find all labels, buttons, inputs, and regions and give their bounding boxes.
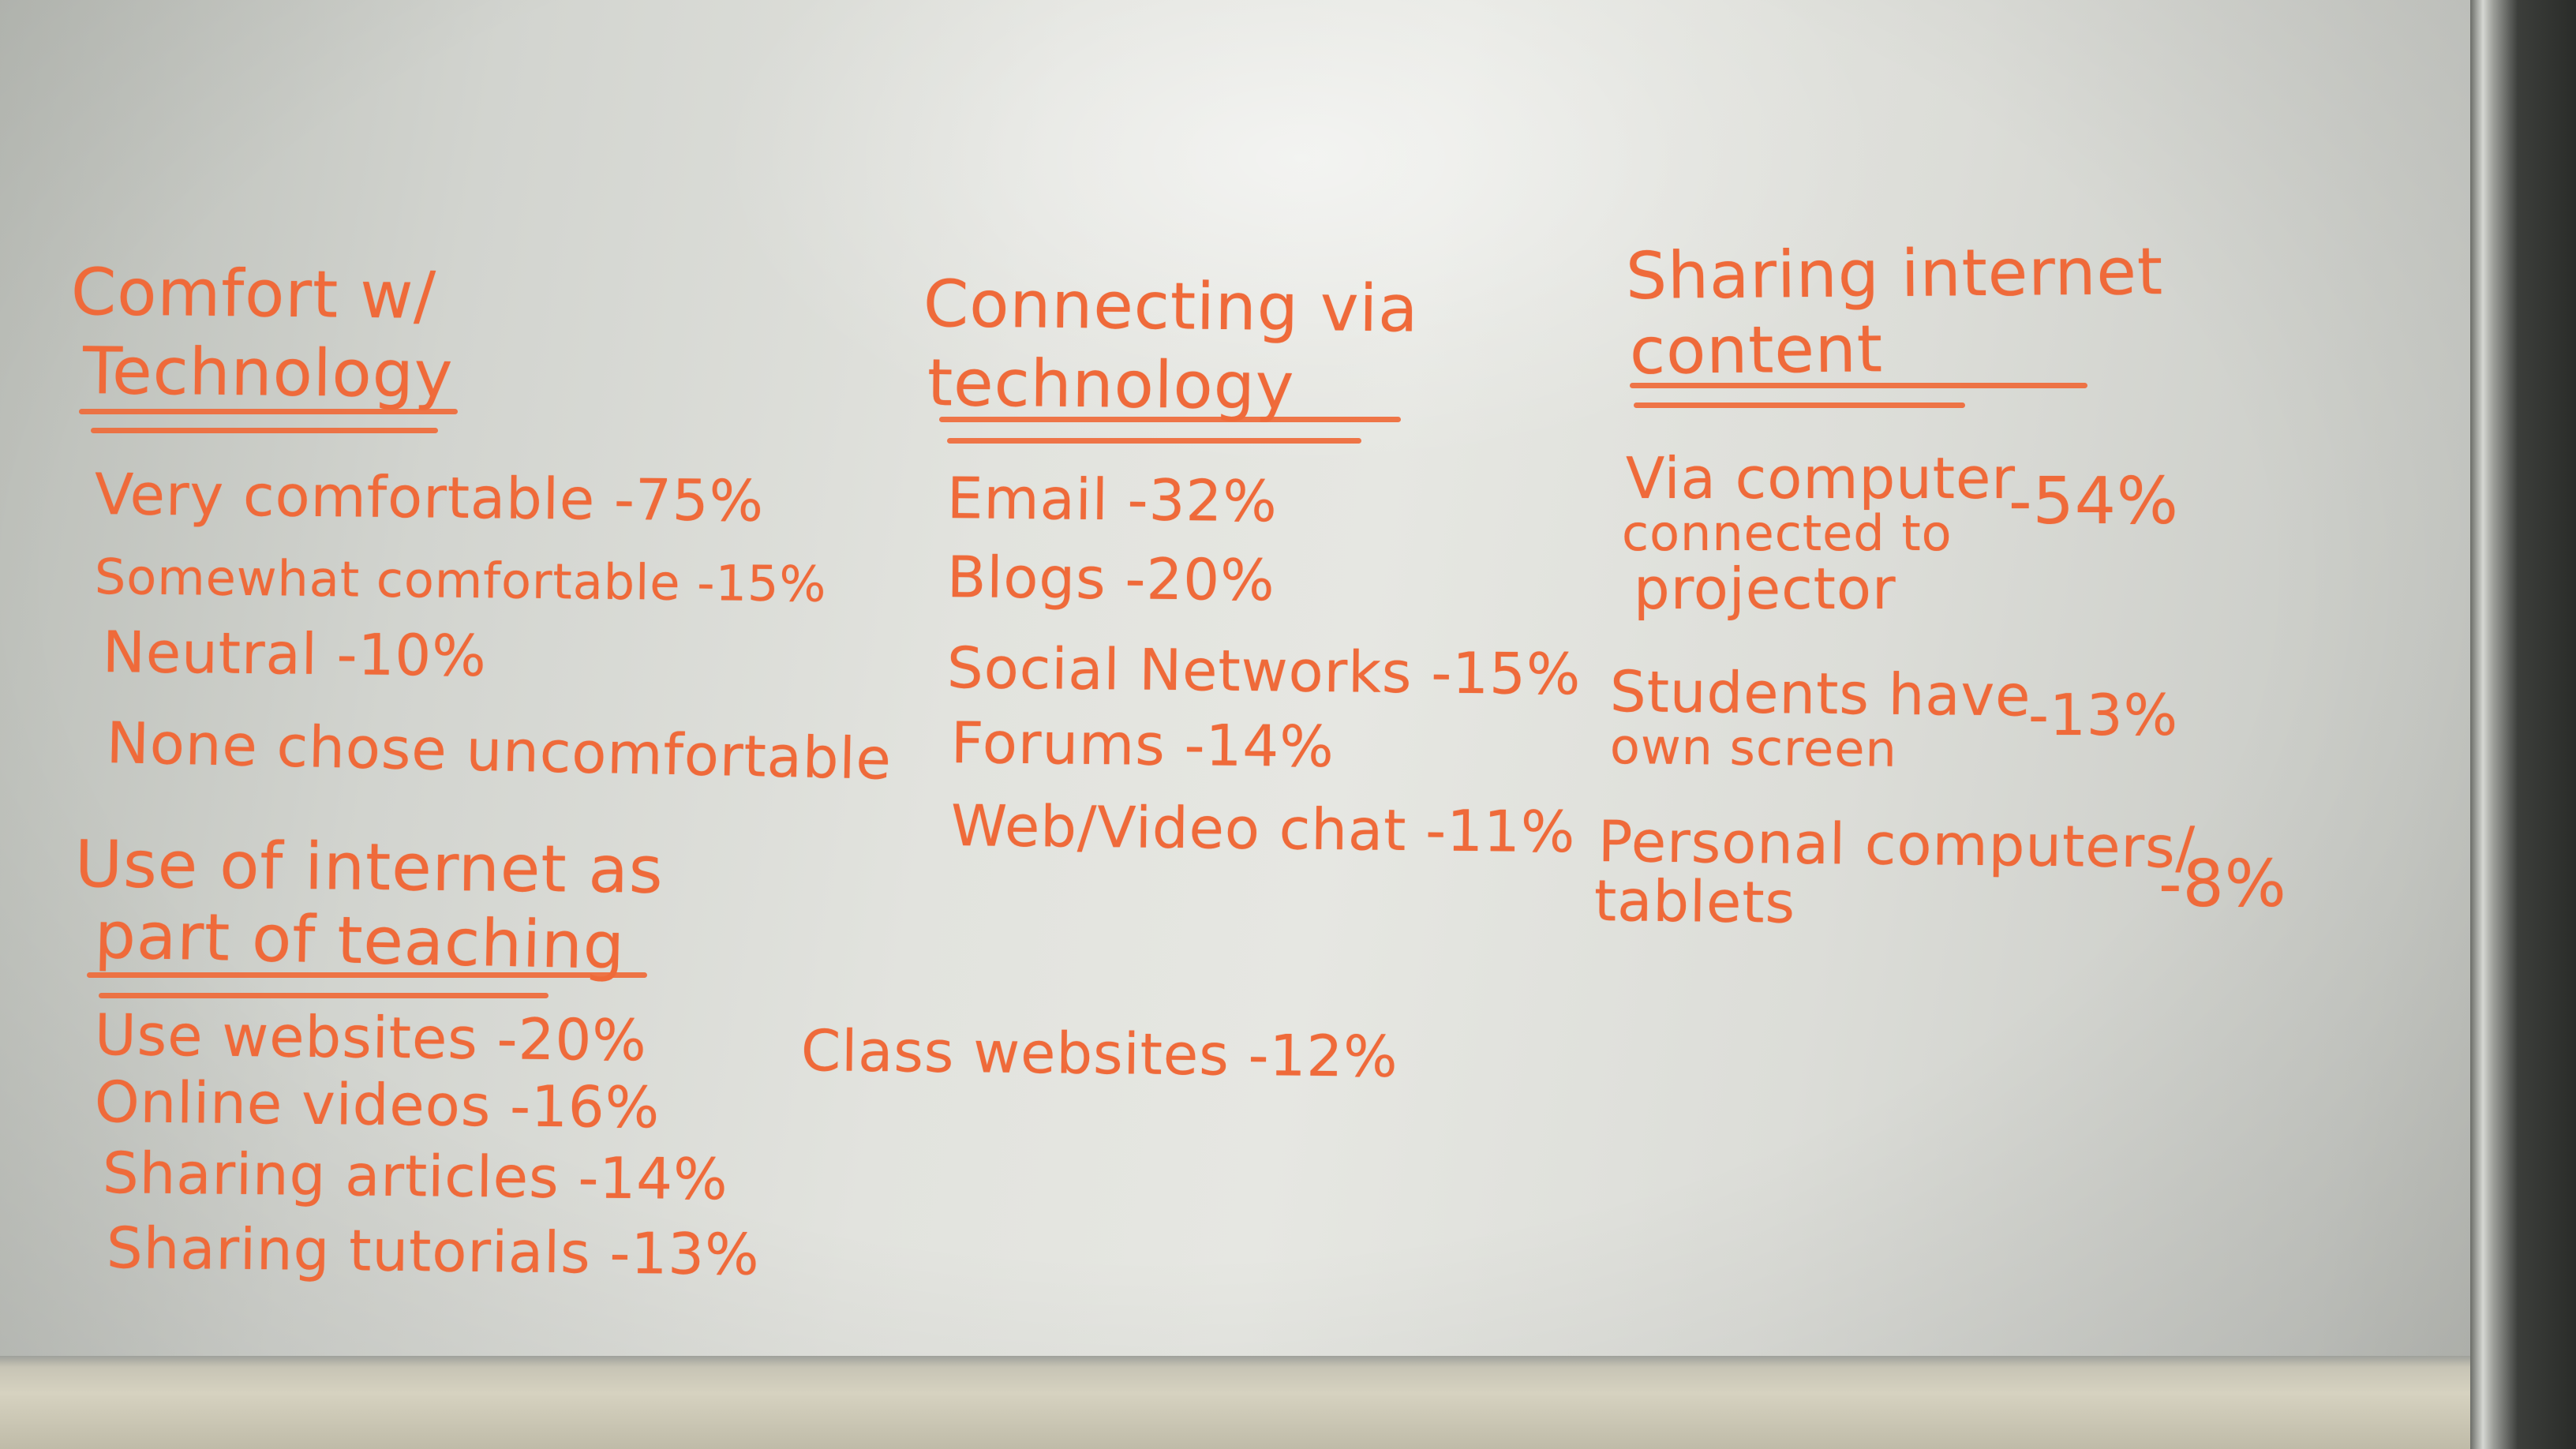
comfort-item-2: Somewhat comfortable -15% [94, 548, 827, 613]
sharing-item-2-value: -13% [2028, 682, 2179, 748]
connecting-item-3: Social Networks -15% [946, 635, 1582, 708]
internet-teaching-item-3: Sharing articles -14% [102, 1140, 728, 1213]
connecting-item-2: Blogs -20% [946, 544, 1275, 614]
board-frame-right [2470, 0, 2576, 1449]
internet-teaching-item-2: Online videos -16% [94, 1069, 661, 1141]
internet-teaching-item-1: Use websites -20% [94, 1002, 648, 1074]
comfort-title-line1: Comfort w/ [70, 255, 437, 334]
connecting-title-line1: Connecting via [923, 267, 1419, 347]
sharing-item-2-line2: own screen [1609, 717, 1898, 778]
connecting-item-1: Email -32% [946, 465, 1279, 535]
connecting-title-line2: technology [927, 346, 1295, 425]
internet-teaching-underline-2 [99, 993, 549, 998]
sharing-item-3-value: -8% [2159, 847, 2287, 922]
sharing-item-1-line2: connected to [1622, 504, 1953, 562]
connecting-underline-1 [939, 417, 1401, 422]
comfort-item-1: Very comfortable -75% [94, 461, 765, 534]
marker-tray [0, 1356, 2470, 1449]
sharing-underline-1 [1630, 383, 2087, 388]
connecting-item-5: Web/Video chat -11% [950, 792, 1576, 866]
internet-teaching-title-line1: Use of internet as [74, 827, 665, 908]
sharing-item-1-line1: Via computer [1626, 445, 2016, 511]
sharing-underline-2 [1634, 402, 1965, 408]
comfort-underline-2 [91, 428, 438, 433]
connecting-item-4: Forums -14% [950, 710, 1335, 781]
sharing-item-3-line1: Personal computers/ [1597, 808, 2196, 881]
internet-teaching-title-line2: part of teaching [94, 898, 626, 985]
sharing-item-2-line1: Students have [1609, 658, 2031, 729]
sharing-title-line2: content [1629, 312, 1884, 389]
internet-teaching-item-4: Sharing tutorials -13% [106, 1215, 760, 1288]
sharing-item-3-line2: tablets [1593, 867, 1796, 936]
comfort-underline-1 [79, 409, 458, 414]
connecting-underline-2 [947, 438, 1361, 444]
sharing-item-1-line3: projector [1634, 556, 1896, 622]
internet-teaching-underline-1 [87, 972, 647, 978]
comfort-title-line2: Technology [82, 334, 454, 413]
class-websites-note: Class websites -12% [800, 1017, 1399, 1090]
sharing-title-line1: Sharing internet [1625, 234, 2164, 314]
comfort-item-4: None chose uncomfortable [106, 710, 893, 792]
sharing-item-1-value: -54% [2009, 464, 2179, 539]
comfort-item-3: Neutral -10% [102, 619, 488, 690]
